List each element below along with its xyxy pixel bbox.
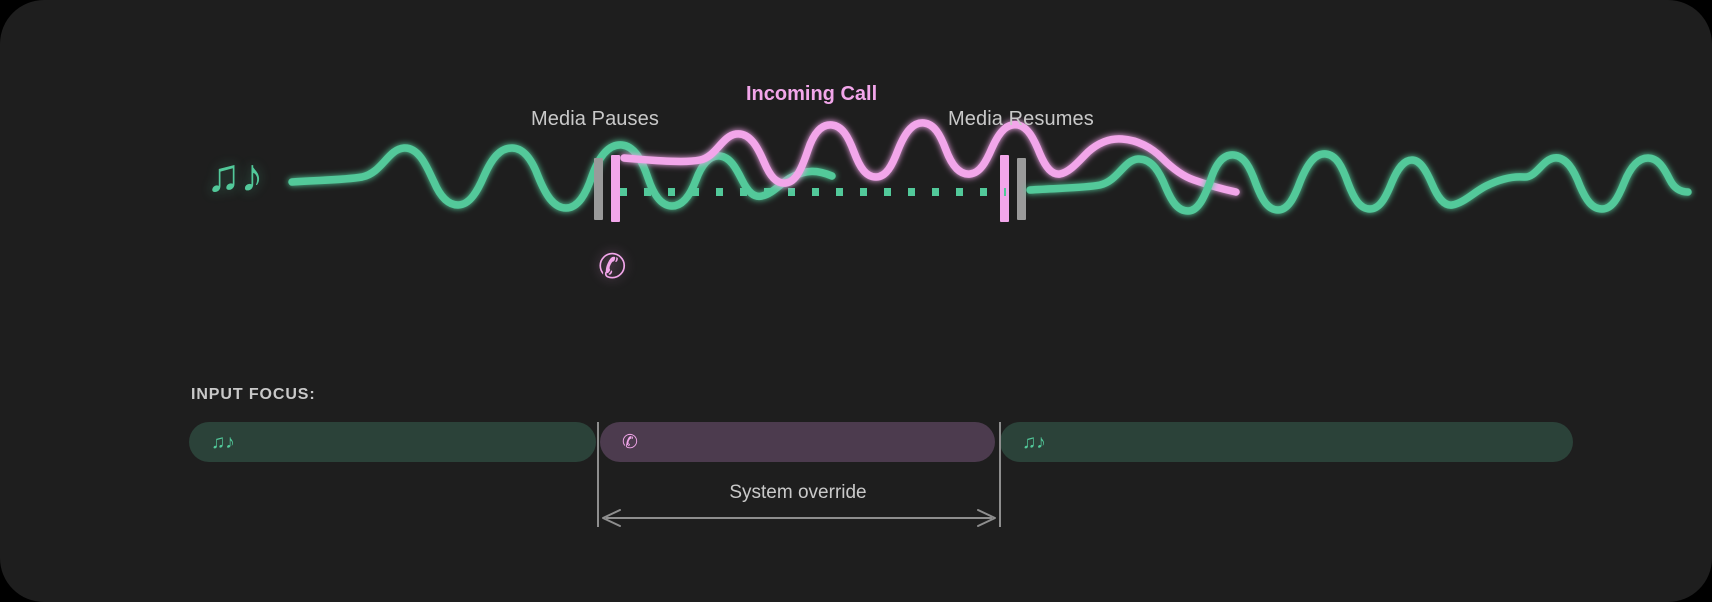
override-measure-canvas xyxy=(597,422,1001,527)
input-focus-section: INPUT FOCUS: ♫♪ ✆ ♫♪ System override xyxy=(0,340,1712,602)
music-note-icon: ♫♪ xyxy=(1022,431,1046,453)
input-focus-title: INPUT FOCUS: xyxy=(191,386,316,403)
call-waveform xyxy=(620,119,1240,196)
pause-marker-pink xyxy=(611,155,620,222)
timeline-section: ♫♪ Media Pauses Incoming Call Media Resu… xyxy=(206,83,1692,286)
waveform-canvas xyxy=(288,119,1692,222)
music-note-icon: ♫♪ xyxy=(211,431,235,453)
override-arrow-head-left xyxy=(602,509,621,527)
media-waveform-after xyxy=(1026,150,1692,215)
focus-segment-media-before[interactable]: ♫♪ xyxy=(189,422,596,462)
phone-icon: ✆ xyxy=(622,431,638,453)
focus-segment-media-after[interactable]: ♫♪ xyxy=(1000,422,1573,462)
label-incoming-call: Incoming Call xyxy=(746,83,878,105)
pause-marker-gray xyxy=(594,158,603,220)
music-note-icon: ♫♪ xyxy=(206,149,264,201)
focus-segment-call[interactable]: ✆ xyxy=(600,422,995,462)
media-waveform-before xyxy=(288,141,836,212)
phone-icon: ✆ xyxy=(598,248,627,286)
label-media-pauses: Media Pauses xyxy=(531,108,659,130)
label-media-resumes: Media Resumes xyxy=(948,108,1094,130)
override-arrow-head-right xyxy=(977,509,996,527)
resume-marker-gray xyxy=(1017,158,1026,220)
